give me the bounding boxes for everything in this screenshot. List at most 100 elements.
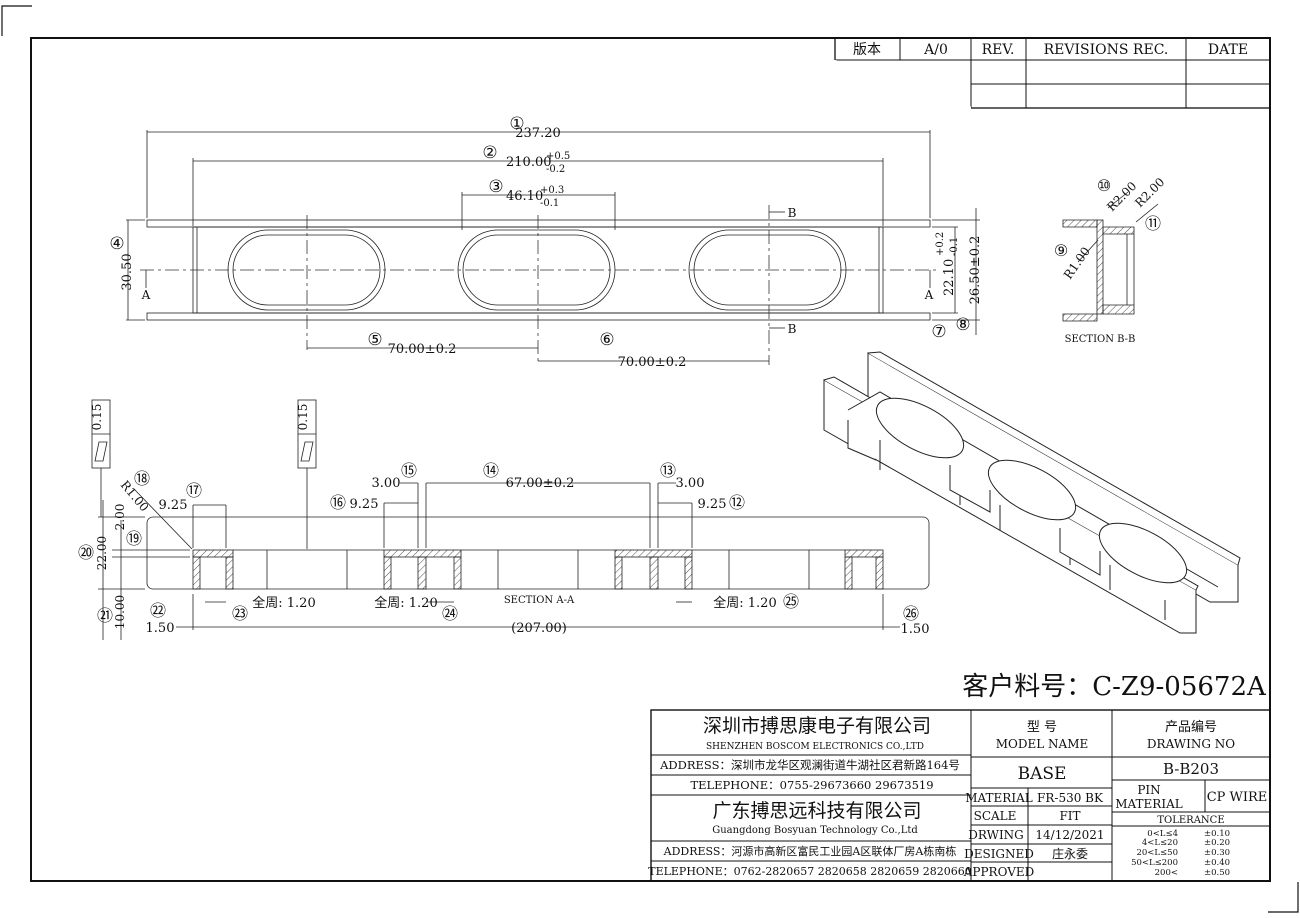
material-label: MATERIAL — [965, 791, 1033, 805]
dim2-number: ② — [482, 143, 497, 163]
d16-value: 9.25 — [350, 497, 379, 512]
n20-label: ⑳ — [78, 543, 94, 562]
wall1-value: 全周: 1.20 — [252, 595, 315, 611]
d22-value: 1.50 — [146, 621, 175, 636]
rev-label: REV. — [982, 42, 1015, 58]
dim8-number: ⑧ — [955, 315, 970, 335]
drwing-value: 14/12/2021 — [1035, 828, 1104, 842]
dim7-value: 22.10 — [942, 259, 957, 296]
drawing-label-en: DRAWING NO — [1147, 737, 1235, 751]
r9-number: ⑨ — [1054, 241, 1068, 260]
dim6-number: ⑥ — [599, 330, 614, 350]
model-label-cn: 型 号 — [1027, 720, 1057, 735]
dim1-number: ① — [509, 114, 524, 134]
company1-name-cn: 深圳市搏思康电子有限公司 — [703, 715, 931, 737]
tolerance-value: ±0.50 — [1204, 868, 1230, 878]
drawing-label-cn: 产品编号 — [1165, 720, 1217, 735]
dim7-tol-down: -0.1 — [949, 237, 960, 256]
wall2-value: 全周: 1.20 — [374, 595, 437, 611]
tolerance-label: TOLERANCE — [1157, 815, 1224, 826]
dim5-value: 70.00±0.2 — [388, 342, 457, 357]
d20-value: 22.00 — [95, 536, 109, 570]
section-a-left: A — [141, 288, 151, 302]
tolerance-range: 200< — [1155, 868, 1178, 878]
company2-name-cn: 广东搏思远科技有限公司 — [712, 800, 921, 822]
section-a-right: A — [924, 288, 934, 302]
dim3-number: ③ — [488, 177, 503, 197]
overall-value: (207.00) — [511, 621, 567, 636]
version-value: A/0 — [923, 42, 948, 58]
pin-material-label-1: PIN — [1137, 783, 1160, 797]
n19-label: ⑲ — [126, 529, 142, 548]
revisions-label: REVISIONS REC. — [1044, 42, 1169, 58]
material-value: FR-530 BK — [1037, 791, 1104, 805]
n16-label: ⑯ — [330, 493, 346, 512]
r11-number: ⑪ — [1145, 214, 1161, 233]
tolerance-range: 50<L≤200 — [1131, 858, 1178, 868]
scale-label: SCALE — [974, 809, 1017, 823]
pin-material-label-2: MATERIAL — [1115, 797, 1183, 811]
company1-telephone: TELEPHONE：0755-29673660 29673519 — [690, 778, 933, 792]
designed-value: 庄永委 — [1052, 846, 1088, 861]
n21-label: ㉑ — [97, 606, 113, 625]
dim3-tol-up: +0.3 — [540, 185, 564, 196]
tolerance-value: ±0.20 — [1204, 838, 1230, 848]
version-label: 版本 — [853, 42, 881, 58]
n14-label: ⑭ — [483, 461, 499, 480]
tolerance-range: 4<L≤20 — [1142, 838, 1178, 848]
tolerance-value: ±0.10 — [1204, 829, 1230, 839]
tolerance-value: ±0.30 — [1204, 848, 1230, 858]
d26-value: 1.50 — [901, 622, 930, 637]
flatness-frame-2: 0.15 — [296, 399, 317, 549]
dim6-value: 70.00±0.2 — [618, 355, 687, 370]
dim7-number: ⑦ — [931, 322, 946, 342]
d14-value: 67.00±0.2 — [506, 476, 575, 491]
n22-label: ㉒ — [150, 601, 166, 620]
dim1-value: 237.20 — [515, 126, 561, 141]
date-label: DATE — [1208, 42, 1248, 58]
model-label-en: MODEL NAME — [996, 737, 1089, 751]
tolerance-value: ±0.40 — [1204, 858, 1230, 868]
tolerance-table: 0<L≤4 ±0.10 4<L≤20 ±0.20 20<L≤50 ±0.30 5… — [1131, 829, 1230, 878]
dim3-tol-down: -0.1 — [540, 198, 559, 209]
sheet-border — [1, 5, 1299, 913]
n13-label: ⑬ — [660, 461, 676, 480]
dim3-value: 46.10 — [506, 189, 543, 204]
company2-address: ADDRESS：河源市高新区富民工业园A区联体厂房A栋南栋 — [663, 844, 957, 858]
section-b-bottom: B — [788, 322, 797, 336]
company1-name-en: SHENZHEN BOSCOM ELECTRONICS CO.,LTD — [706, 742, 924, 752]
d19-value: 2.00 — [113, 504, 127, 531]
tolerance-range: 0<L≤4 — [1147, 829, 1178, 839]
d12-value: 9.25 — [698, 497, 727, 512]
dim2-tol-down: -0.2 — [546, 164, 565, 175]
flatness-value-2: 0.15 — [296, 404, 310, 431]
customer-part-number: 客户料号：C-Z9-05672A — [962, 672, 1267, 702]
d21-value: 10.00 — [113, 595, 127, 629]
d13-value: 3.00 — [676, 476, 705, 491]
section-aa-label: SECTION A-A — [504, 595, 575, 606]
revision-table: 版本 A/0 REV. REVISIONS REC. DATE — [833, 37, 1271, 110]
n26-label: ㉖ — [903, 604, 919, 623]
designed-label: DESIGNED — [964, 847, 1034, 861]
top-view: ① 237.20 ② 210.00 +0.5 -0.2 ③ 46.10 +0.3… — [109, 114, 983, 370]
model-value: BASE — [1018, 764, 1067, 784]
n17-label: ⑰ — [186, 481, 202, 500]
scale-value: FIT — [1059, 809, 1080, 823]
flatness-frame-1: 0.15 — [90, 399, 111, 517]
company2-telephone: TELEPHONE：0762-2820657 2820658 2820659 2… — [648, 865, 972, 878]
dim2-tol-up: +0.5 — [546, 151, 570, 162]
drwing-label: DRWING — [968, 828, 1024, 842]
dim4-number: ④ — [109, 234, 124, 254]
section-bb-label: SECTION B-B — [1065, 334, 1136, 345]
d17-value: 9.25 — [159, 498, 188, 513]
section-aa: 0.15 0.15 9.25 ⑰ ⑱ R1.00 ⑯ 9.25 3.00 ⑮ ⑭… — [78, 399, 930, 640]
tolerance-range: 20<L≤50 — [1136, 848, 1178, 858]
r11-value: R2.00 — [1132, 175, 1167, 210]
company2-name-en: Guangdong Bosyuan Technology Co.,Ltd — [712, 825, 918, 836]
approved-label: APPROVED — [963, 865, 1035, 879]
n24-label: ㉔ — [442, 604, 458, 623]
n15-label: ⑮ — [401, 461, 417, 480]
d15-value: 3.00 — [372, 476, 401, 491]
dim5-number: ⑤ — [367, 330, 382, 350]
